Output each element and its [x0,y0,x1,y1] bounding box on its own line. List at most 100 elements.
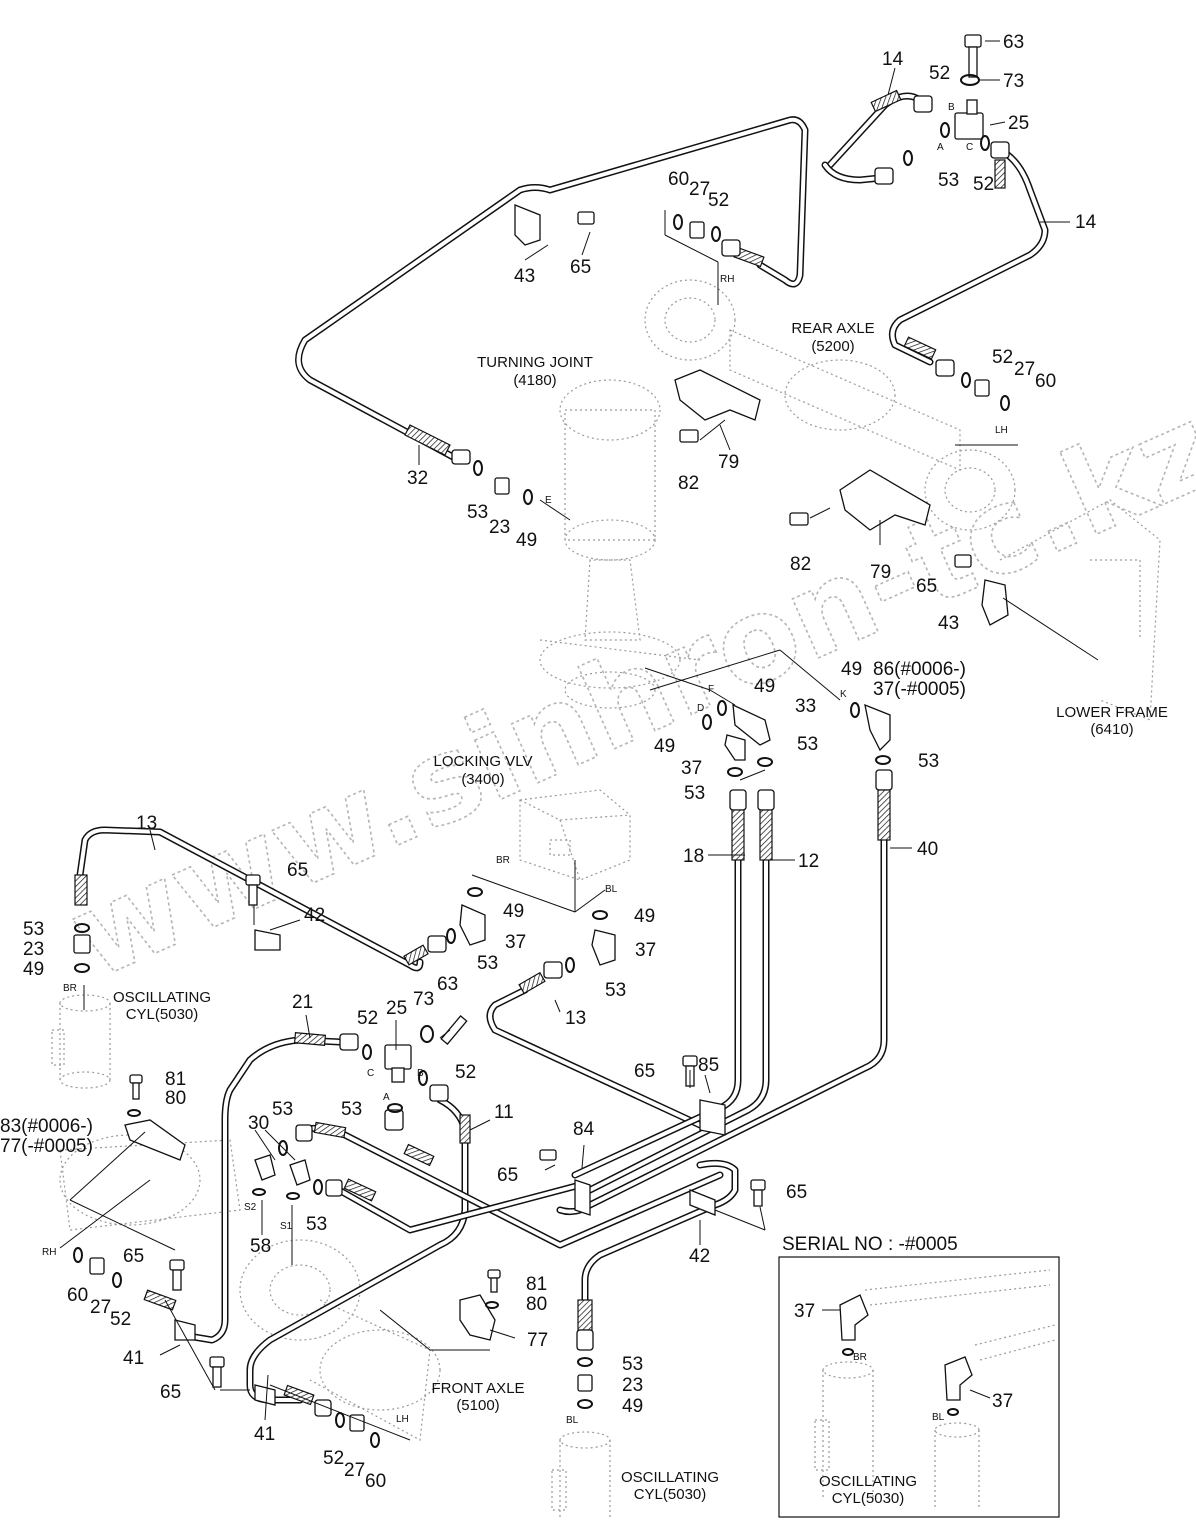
callout: 11 [494,1102,514,1123]
callout: 23 [489,517,510,538]
watermark-text: www.sinhron-tc.kz [50,378,1196,1006]
port-a-mid: A [383,1092,390,1103]
port-k: K [840,689,847,700]
inset-frame [778,1256,1060,1518]
callout: 37 [635,940,656,961]
callout: 49 [654,736,675,757]
callout: 49 [754,676,775,697]
lower-frame-code: (6410) [1090,721,1133,738]
callout: 27 [344,1460,365,1481]
callout: 49 [841,659,862,680]
port-lh-bottom: LH [396,1414,409,1425]
callout: 65 [287,860,308,881]
callout: 49 [503,901,524,922]
callout: 42 [304,905,325,926]
osc-cyl-bottom-label: OSCILLATING [621,1469,719,1486]
callout: 52 [110,1309,131,1330]
port-rh-bottom: RH [42,1247,56,1258]
callout: 63 [437,974,458,995]
callout: 25 [1008,113,1029,134]
callout: 65 [786,1182,807,1203]
callout: 81 [165,1069,186,1090]
port-c-top: C [966,142,973,153]
callout: 85 [698,1055,719,1076]
callout: 82 [678,473,699,494]
callout: 53 [306,1214,327,1235]
port-br-vlv: BR [496,855,510,866]
callout: 33 [795,696,816,717]
locking-vlv-code: (3400) [461,771,504,788]
callout: 41 [254,1424,275,1445]
callout: 12 [798,851,819,872]
part-callouts: 63 73 14 52 25 53 52 14 60 27 52 43 65 5… [0,32,1097,1492]
port-d: D [697,703,704,714]
callout: 53 [605,980,626,1001]
callout: 14 [882,49,904,70]
leader-lines [59,40,1099,1441]
osc-cyl-inset-label: OSCILLATING [819,1473,917,1490]
inset-port-br: BR [853,1352,867,1363]
callout: 13 [565,1008,586,1029]
callout: 53 [684,783,705,804]
callout: 52 [357,1008,378,1029]
callout: 32 [407,468,428,489]
callout: 25 [386,998,407,1019]
callout: 53 [341,1099,362,1120]
callout: 65 [497,1165,518,1186]
callout: 73 [1003,71,1024,92]
callout: 43 [514,266,535,287]
callout: 79 [870,562,891,583]
callout: 37 [505,932,526,953]
callout: 53 [467,502,488,523]
port-br-cyl: BR [63,983,77,994]
port-bl-cyl: BL [566,1415,579,1426]
callout: 41 [123,1348,144,1369]
port-lh-top: LH [995,425,1008,436]
callout: 40 [917,839,938,860]
callout: 49 [23,959,44,980]
front-axle-code: (5100) [456,1397,499,1414]
callout: 65 [570,257,591,278]
locking-vlv-label: LOCKING VLV [434,753,533,770]
callout: 77 [527,1330,548,1351]
callout: 60 [668,169,689,190]
callout: 60 [1035,371,1056,392]
callout: 84 [573,1119,595,1140]
component-labels: TURNING JOINT (4180) REAR AXLE (5200) LO… [113,320,1168,1503]
osc-cyl-left-label: OSCILLATING [113,989,211,1006]
callout: 77(-#0005) [0,1136,93,1157]
callout: 53 [622,1354,643,1375]
port-s2: S2 [244,1202,257,1213]
callout: 65 [634,1061,655,1082]
rear-axle-label: REAR AXLE [791,320,874,337]
callout: 60 [67,1285,88,1306]
callout: 58 [250,1236,271,1257]
callout: 52 [992,347,1013,368]
port-e: E [545,495,552,506]
callout: 27 [1014,359,1035,380]
callout: 37(-#0005) [873,679,966,700]
inset-port-bl: BL [932,1412,945,1423]
callout: 27 [90,1297,111,1318]
callout: 53 [918,751,939,772]
callout: 53 [477,953,498,974]
callout: 53 [272,1099,293,1120]
callout: 53 [938,170,959,191]
port-b-mid: B [417,1068,424,1079]
turning-joint-code: (4180) [513,372,556,389]
callout: 65 [123,1246,144,1267]
callout: 52 [708,190,729,211]
callout: 27 [689,179,710,200]
callout: 63 [1003,32,1024,53]
front-axle-label: FRONT AXLE [431,1380,524,1397]
callout: 21 [292,992,313,1013]
callout: 43 [938,613,959,634]
callout: 52 [323,1448,344,1469]
callout: 80 [165,1088,186,1109]
callout: 49 [634,906,655,927]
port-labels: RH LH E A B C F D K BR BL BR C B A S2 S1… [42,102,1008,1426]
port-a-top: A [937,142,944,153]
callout: 53 [797,734,818,755]
callout: 42 [689,1246,710,1267]
